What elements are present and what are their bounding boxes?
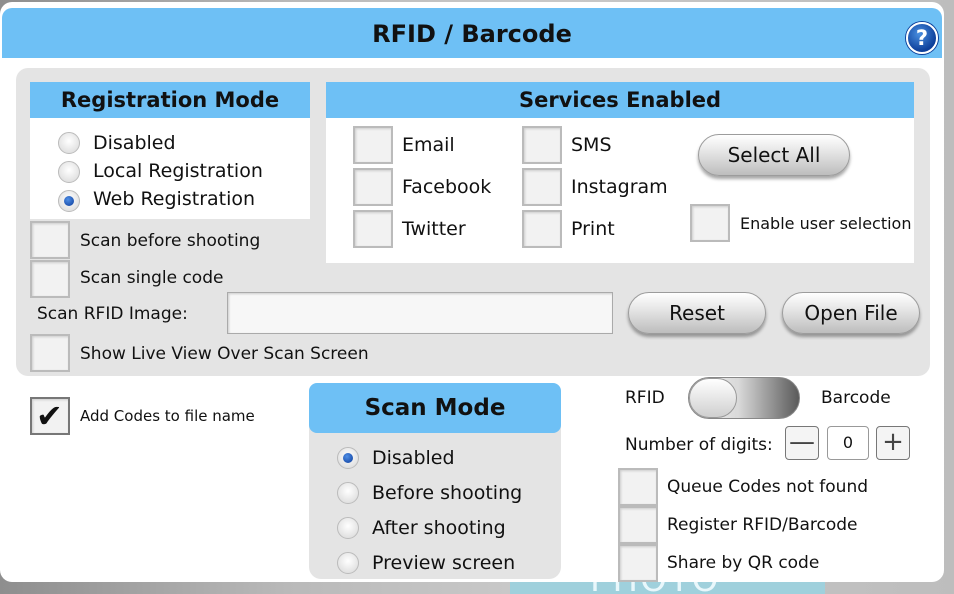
- scan-rfid-image-field[interactable]: [227, 292, 613, 334]
- registration-disabled-label: Disabled: [93, 132, 176, 154]
- digits-increment-button[interactable]: +: [876, 426, 910, 460]
- checkbox-show-live-view[interactable]: [30, 334, 70, 372]
- twitter-label: Twitter: [402, 218, 466, 240]
- email-label: Email: [402, 134, 455, 156]
- rfid-barcode-toggle[interactable]: [688, 377, 800, 419]
- checkbox-share-qr[interactable]: [618, 544, 658, 582]
- show-live-view-label: Show Live View Over Scan Screen: [80, 344, 369, 364]
- radio-scan-disabled[interactable]: [337, 447, 359, 469]
- help-icon[interactable]: ?: [906, 22, 938, 54]
- reset-button[interactable]: Reset: [628, 292, 766, 334]
- queue-codes-label: Queue Codes not found: [667, 477, 869, 497]
- barcode-toggle-label: Barcode: [821, 388, 891, 408]
- checkbox-facebook[interactable]: [353, 168, 393, 206]
- registration-web-label: Web Registration: [93, 188, 256, 210]
- checkbox-instagram[interactable]: [522, 168, 562, 206]
- services-enabled-title: Services Enabled: [518, 88, 722, 112]
- checkbox-scan-before-shooting[interactable]: [30, 221, 70, 259]
- register-rfid-label: Register RFID/Barcode: [667, 515, 858, 535]
- scan-mode-title: Scan Mode: [364, 395, 506, 421]
- registration-mode-header: Registration Mode: [30, 82, 310, 118]
- scan-disabled-label: Disabled: [372, 447, 455, 469]
- checkbox-scan-single-code[interactable]: [30, 260, 70, 298]
- digits-decrement-button[interactable]: —: [785, 426, 819, 460]
- scan-rfid-image-label: Scan RFID Image:: [37, 304, 188, 324]
- select-all-button[interactable]: Select All: [698, 134, 850, 176]
- registration-mode-title: Registration Mode: [60, 88, 280, 112]
- checkbox-queue-codes[interactable]: [618, 468, 658, 506]
- checkbox-print[interactable]: [522, 210, 562, 248]
- radio-registration-disabled[interactable]: [58, 132, 80, 154]
- checkbox-twitter[interactable]: [353, 210, 393, 248]
- add-codes-label: Add Codes to file name: [80, 407, 255, 425]
- scan-after-label: After shooting: [372, 517, 506, 539]
- radio-scan-preview-screen[interactable]: [337, 552, 359, 574]
- instagram-label: Instagram: [571, 176, 668, 198]
- checkbox-register-rfid[interactable]: [618, 506, 658, 544]
- scan-before-shooting-label: Scan before shooting: [80, 231, 261, 251]
- print-label: Print: [571, 218, 615, 240]
- checkbox-email[interactable]: [353, 126, 393, 164]
- scan-preview-label: Preview screen: [372, 552, 516, 574]
- services-enabled-header: Services Enabled: [326, 82, 914, 118]
- toggle-knob[interactable]: [689, 378, 737, 418]
- scan-single-code-label: Scan single code: [80, 268, 224, 288]
- checkbox-sms[interactable]: [522, 126, 562, 164]
- checkbox-enable-user-selection[interactable]: [690, 204, 730, 242]
- scan-mode-header: Scan Mode: [309, 383, 561, 433]
- dialog-titlebar: RFID / Barcode ?: [2, 8, 942, 58]
- facebook-label: Facebook: [402, 176, 492, 198]
- radio-registration-local[interactable]: [58, 161, 80, 183]
- open-file-button[interactable]: Open File: [782, 292, 920, 334]
- radio-scan-before-shooting[interactable]: [337, 482, 359, 504]
- radio-scan-after-shooting[interactable]: [337, 517, 359, 539]
- rfid-toggle-label: RFID: [625, 388, 665, 408]
- registration-local-label: Local Registration: [93, 160, 263, 182]
- number-of-digits-label: Number of digits:: [625, 435, 773, 455]
- rfid-barcode-dialog: RFID / Barcode ? Registration Mode Disab…: [0, 2, 944, 582]
- radio-registration-web[interactable]: [58, 190, 80, 212]
- checkbox-add-codes[interactable]: [30, 397, 70, 435]
- enable-user-selection-label: Enable user selection: [740, 214, 912, 233]
- share-qr-label: Share by QR code: [667, 553, 820, 573]
- sms-label: SMS: [571, 134, 612, 156]
- digits-value[interactable]: 0: [827, 426, 869, 460]
- dialog-title: RFID / Barcode: [372, 20, 572, 48]
- scan-before-label: Before shooting: [372, 482, 523, 504]
